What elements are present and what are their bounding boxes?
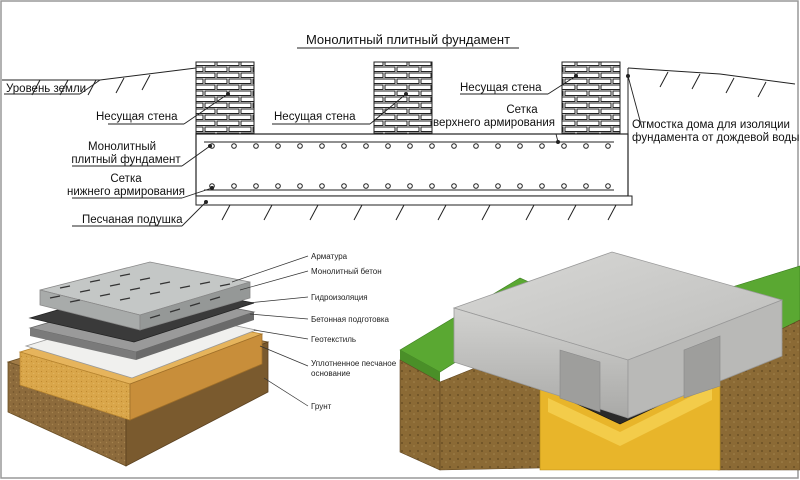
layers-diagram: Арматура Монолитный бетон Гидроизоляция … [6, 252, 397, 467]
top-rebar-dot [583, 143, 589, 149]
sand-cushion [195, 195, 633, 206]
bottom-rebar-dot [297, 183, 303, 189]
bottom-rebar-dot [231, 183, 237, 189]
label-blind-area-2: фундамента от дождевой воды [632, 132, 799, 144]
top-rebar-dot [341, 143, 347, 149]
brick-wall-center [373, 61, 433, 135]
label-bearing-wall-center: Несущая стена [274, 111, 356, 123]
bottom-rebar-dot [275, 183, 281, 189]
label-concrete-prep: Бетонная подготовка [311, 315, 390, 324]
bottom-rebar-dot [561, 183, 567, 189]
bottom-rebar-dot [495, 183, 501, 189]
label-bearing-wall-right: Несущая стена [460, 82, 542, 94]
brick-wall-left [195, 61, 255, 135]
bottom-rebar-dot [319, 183, 325, 189]
bottom-rebar-dot [473, 183, 479, 189]
label-rebar: Арматура [311, 252, 348, 261]
top-rebar-dot [605, 143, 611, 149]
bottom-rebar-dot [253, 183, 259, 189]
ground-hatch-right [659, 71, 767, 98]
bottom-rebar-dot [341, 183, 347, 189]
bottom-rebar-dot [407, 183, 413, 189]
label-top-mesh-1: Сетка [506, 104, 538, 116]
top-rebar-dot [473, 143, 479, 149]
top-rebar-dot [429, 143, 435, 149]
label-ground-level: Уровень земли [6, 83, 86, 95]
top-rebar-dot [539, 143, 545, 149]
label-geotextile: Геотекстиль [311, 335, 356, 344]
ground-line-left [2, 67, 197, 81]
label-slab-2: плитный фундамент [71, 154, 181, 166]
top-rebar-dot [363, 143, 369, 149]
ground-hatch-left [31, 74, 151, 96]
foundation-hatch [221, 204, 617, 221]
top-rebar-dot [517, 143, 523, 149]
top-rebar-dot [231, 143, 237, 149]
brick-wall-right [561, 61, 621, 135]
label-bottom-mesh-2: нижнего армирования [67, 186, 185, 198]
top-rebar-dot [253, 143, 259, 149]
label-sand-cushion: Песчаная подушка [82, 214, 183, 226]
label-bottom-mesh-1: Сетка [110, 173, 142, 185]
label-bearing-wall-left: Несущая стена [96, 111, 178, 123]
top-rebar-dot [451, 143, 457, 149]
bottom-rebar-dot [605, 183, 611, 189]
label-soil: Грунт [311, 402, 332, 411]
top-rebar-dots [209, 143, 611, 149]
top-rebar-dot [275, 143, 281, 149]
top-rebar-dot [495, 143, 501, 149]
label-top-mesh-2: верхнего армирования [433, 117, 555, 129]
diagram-title: Монолитный плитный фундамент [306, 32, 510, 47]
label-waterproofing: Гидроизоляция [311, 293, 368, 302]
bottom-rebar-dot [583, 183, 589, 189]
top-rebar-dot [297, 143, 303, 149]
section-drawing: Монолитный плитный фундамент [2, 32, 799, 227]
bottom-rebar-dot [385, 183, 391, 189]
bottom-rebar-dot [539, 183, 545, 189]
leader-dots [204, 74, 630, 204]
bottom-rebar-dots [209, 183, 611, 189]
label-slab-1: Монолитный [88, 141, 156, 153]
bottom-rebar-dot [363, 183, 369, 189]
bottom-rebar-dot [429, 183, 435, 189]
bottom-rebar-dot [517, 183, 523, 189]
ground-line-right [627, 67, 796, 85]
label-blind-area-1: Отмостка дома для изоляции [632, 119, 790, 131]
bottom-rebar-dot [451, 183, 457, 189]
top-rebar-dot [319, 143, 325, 149]
layer-callouts [231, 255, 309, 407]
label-concrete: Монолитный бетон [311, 267, 382, 276]
label-sand-base-1: Уплотненное песчаное [311, 359, 397, 368]
top-rebar-dot [407, 143, 413, 149]
slab-3d-render [399, 251, 800, 471]
layer-rebar [49, 273, 231, 319]
leader-lines [4, 75, 643, 227]
label-sand-base-2: основание [311, 369, 351, 378]
top-rebar-dot [385, 143, 391, 149]
top-rebar-dot [561, 143, 567, 149]
